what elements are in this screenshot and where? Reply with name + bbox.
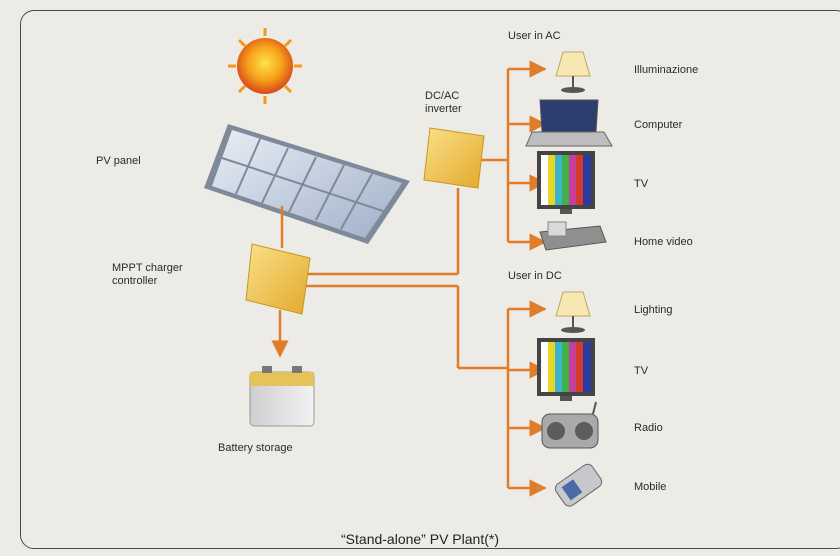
user-ac-label: User in AC — [508, 30, 561, 42]
user-dc-label: User in DC — [508, 270, 562, 282]
battery-icon — [249, 366, 315, 427]
tv-icon — [537, 338, 595, 401]
laptop-icon — [525, 99, 613, 147]
video-player-icon — [539, 221, 607, 251]
ac-load-label: TV — [634, 178, 649, 190]
dc-load-label: Mobile — [634, 481, 667, 493]
radio-icon — [541, 401, 599, 449]
tv-icon — [537, 151, 595, 214]
sun-icon — [228, 28, 302, 104]
dc-load-label: Lighting — [634, 304, 673, 316]
ac-load-label: Home video — [634, 236, 693, 248]
lamp-icon — [555, 51, 591, 93]
inverter-icon — [423, 127, 485, 189]
mppt-label: MPPT charger controller — [112, 262, 183, 287]
diagram-caption: “Stand-alone” PV Plant(*) — [341, 531, 499, 547]
pv-panel-label: PV panel — [96, 155, 141, 167]
inverter-label: DC/AC inverter — [425, 90, 462, 115]
lamp-icon — [555, 291, 591, 333]
mppt-controller-icon — [245, 243, 311, 315]
diagram-frame — [20, 10, 840, 549]
ac-load-label: Computer — [634, 119, 683, 131]
dc-load-label: Radio — [634, 422, 663, 434]
pv-panel-icon — [204, 124, 410, 244]
mobile-phone-icon — [554, 463, 603, 507]
dc-load-label: TV — [634, 365, 649, 377]
ac-load-label: Illuminazione — [634, 64, 699, 76]
wires — [271, 60, 547, 497]
battery-label: Battery storage — [218, 442, 293, 454]
